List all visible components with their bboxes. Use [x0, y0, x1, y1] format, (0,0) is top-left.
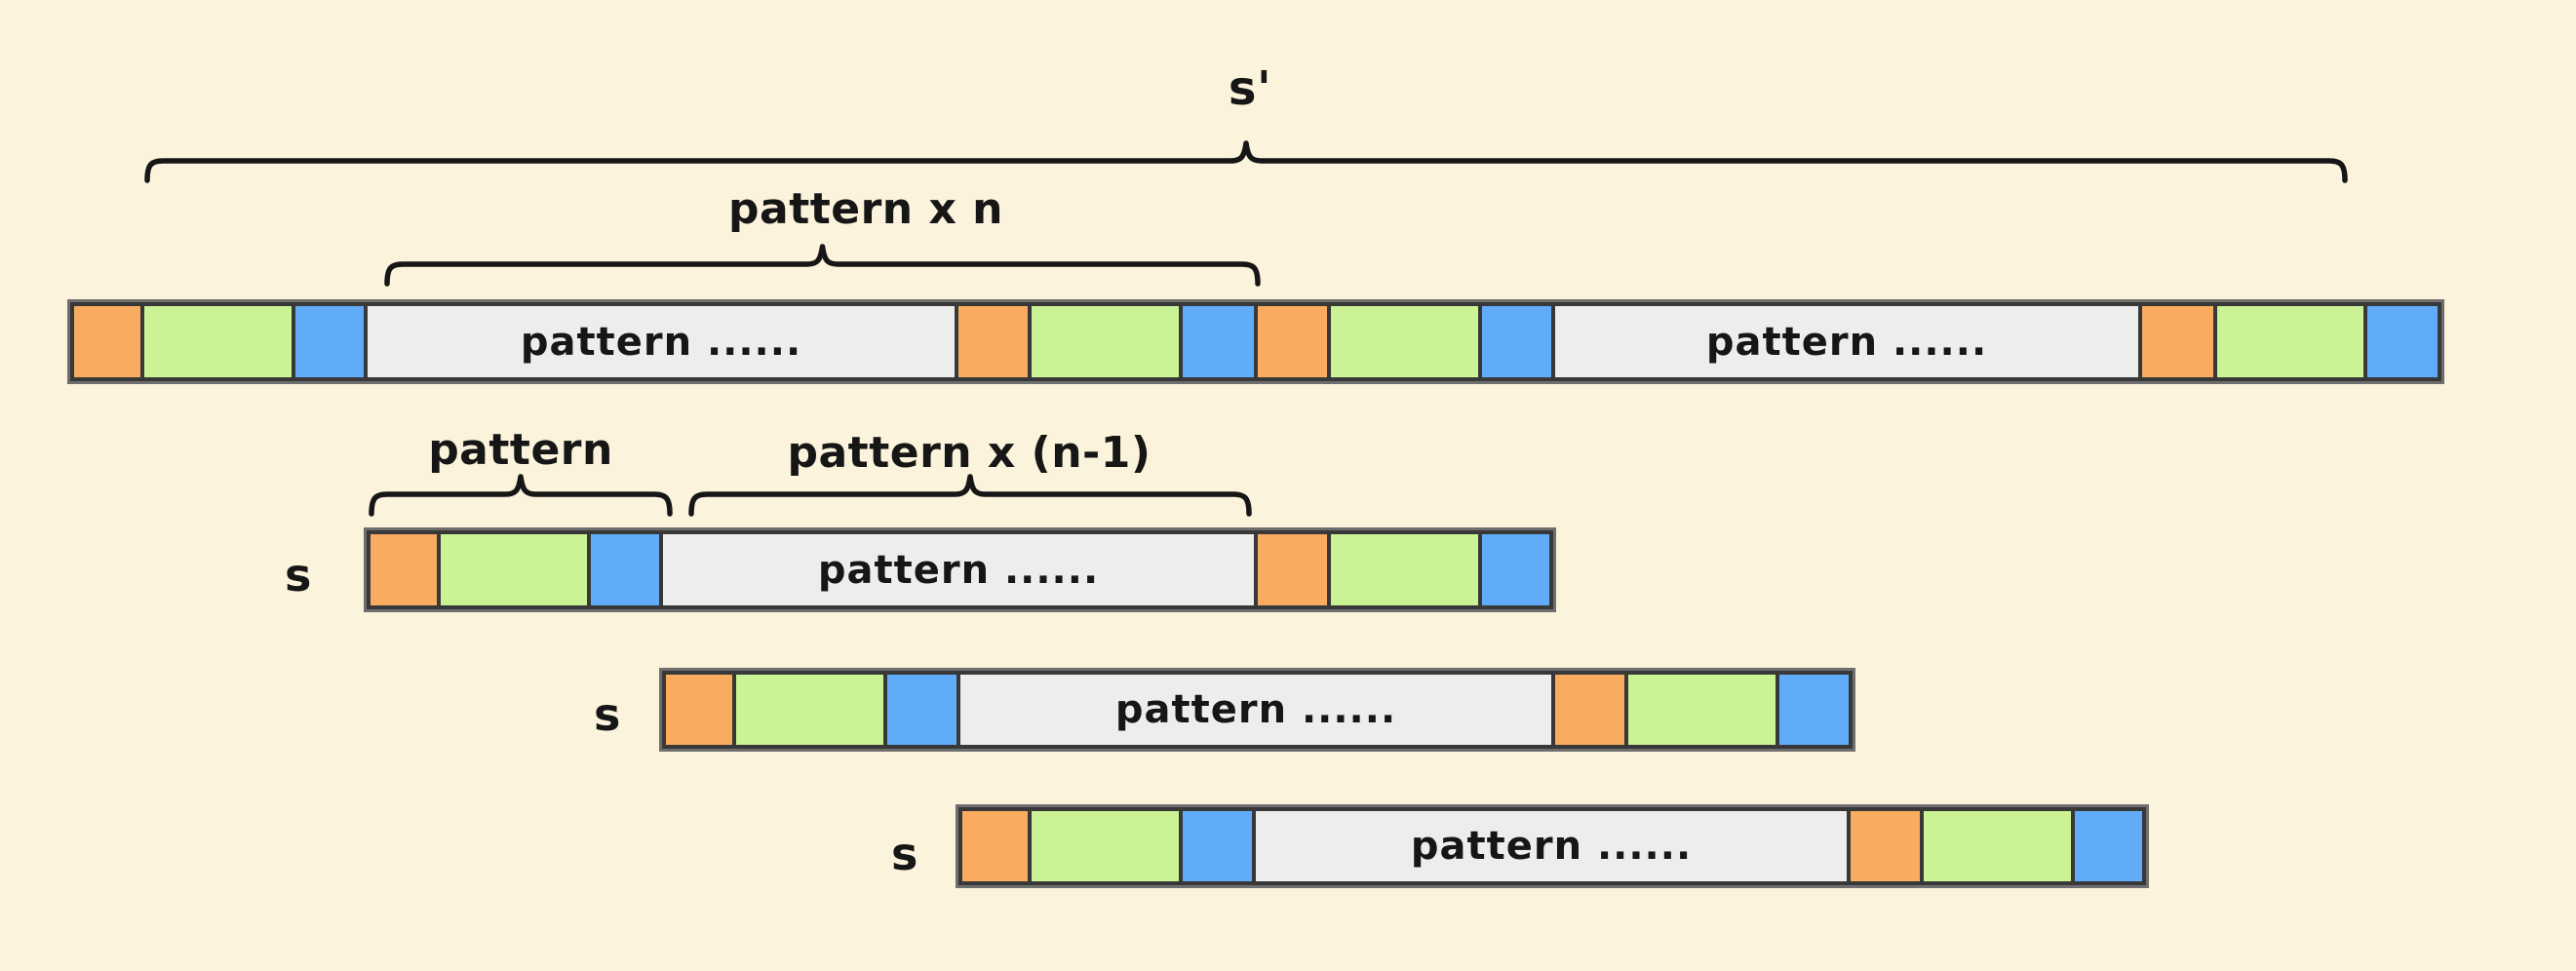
segment-orange — [2142, 302, 2217, 381]
segment-orange — [958, 807, 1032, 885]
segment-pattern-box: pattern ...... — [368, 302, 958, 381]
label-s-1: s — [285, 549, 312, 602]
pattern-box-label: pattern ...... — [817, 547, 1100, 593]
brace-pattern — [369, 474, 673, 517]
segment-green — [441, 530, 591, 609]
segment-orange — [1851, 807, 1924, 885]
segment-green — [1032, 807, 1183, 885]
bar-s-3: pattern ...... — [956, 804, 2149, 888]
segment-pattern-box: pattern ...... — [960, 671, 1555, 749]
label-pattern: pattern — [428, 425, 613, 475]
segment-green — [1331, 302, 1482, 381]
bar-s-1: pattern ...... — [364, 527, 1556, 612]
segment-green — [736, 671, 887, 749]
segment-blue — [2075, 807, 2146, 885]
brace-s-prime — [144, 140, 2348, 183]
segment-blue — [1183, 302, 1258, 381]
brace-pattern-x-n — [384, 244, 1261, 287]
segment-pattern-box: pattern ...... — [1256, 807, 1851, 885]
segment-green — [1924, 807, 2075, 885]
segment-blue — [591, 530, 663, 609]
label-pattern-x-n-1: pattern x (n-1) — [787, 428, 1151, 478]
bar-s-2: pattern ...... — [659, 668, 1855, 752]
label-pattern-x-n: pattern x n — [728, 184, 1003, 234]
pattern-box-label: pattern ...... — [1410, 824, 1693, 869]
label-s-3: s — [891, 828, 918, 880]
pattern-box-label: pattern ...... — [520, 319, 802, 365]
label-s-prime: s' — [1228, 61, 1272, 116]
segment-pattern-box: pattern ...... — [663, 530, 1258, 609]
segment-orange — [367, 530, 441, 609]
segment-green — [2217, 302, 2367, 381]
segment-blue — [1482, 530, 1553, 609]
segment-orange — [662, 671, 736, 749]
segment-orange — [1258, 302, 1331, 381]
segment-orange — [1258, 530, 1331, 609]
segment-green — [144, 302, 295, 381]
segment-blue — [2367, 302, 2441, 381]
segment-orange — [70, 302, 144, 381]
segment-green — [1628, 671, 1779, 749]
segment-blue — [887, 671, 960, 749]
segment-green — [1331, 530, 1482, 609]
segment-blue — [1779, 671, 1853, 749]
segment-green — [1032, 302, 1183, 381]
segment-blue — [1482, 302, 1555, 381]
label-s-2: s — [594, 688, 621, 741]
segment-blue — [1183, 807, 1256, 885]
pattern-box-label: pattern ...... — [1114, 687, 1397, 732]
pattern-box-label: pattern ...... — [1705, 319, 1988, 365]
bar-s-prime: pattern ...... pattern ...... — [67, 299, 2444, 384]
segment-orange — [958, 302, 1032, 381]
brace-pattern-x-n-1 — [688, 474, 1252, 517]
segment-orange — [1555, 671, 1628, 749]
segment-blue — [295, 302, 368, 381]
segment-pattern-box: pattern ...... — [1555, 302, 2142, 381]
